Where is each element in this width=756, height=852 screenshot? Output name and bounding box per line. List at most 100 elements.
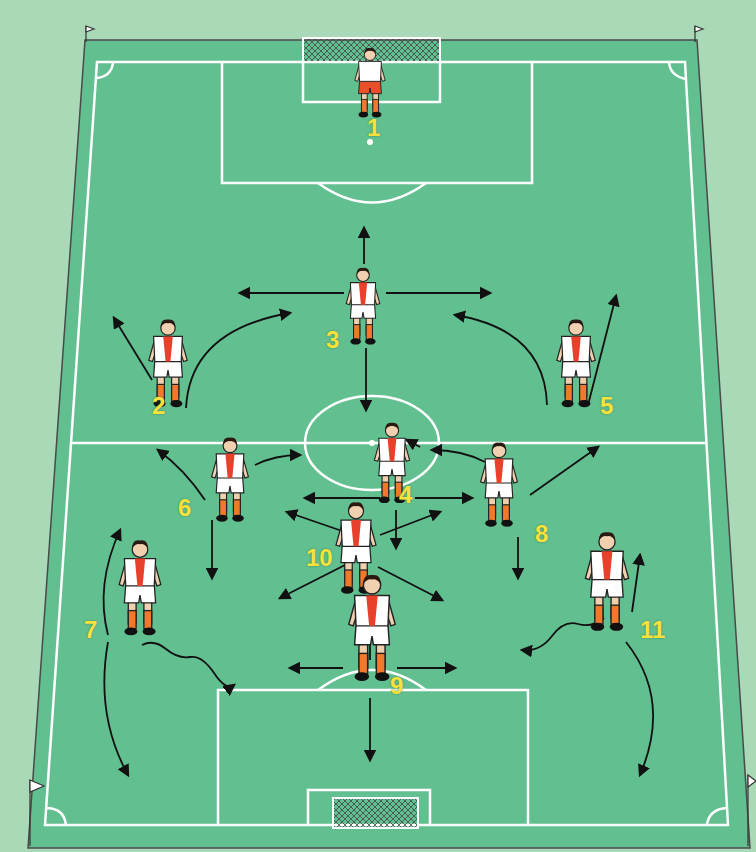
player-shoe [143, 628, 156, 636]
player-shoe [501, 520, 513, 527]
player-part [355, 595, 390, 625]
player-part [562, 360, 591, 377]
player-part [124, 559, 155, 586]
player-part [341, 545, 371, 563]
player-part [154, 336, 183, 361]
pitch [28, 40, 750, 848]
player-part [379, 438, 405, 461]
player-part [366, 325, 372, 340]
player-shoe [485, 520, 497, 527]
player-figure [355, 48, 385, 117]
player-shoe [216, 515, 228, 522]
player-hair [492, 443, 506, 450]
player-shoe [232, 515, 244, 522]
player-part [359, 653, 368, 673]
shirt-stripe [602, 551, 613, 579]
callout-number: 8 [535, 522, 548, 546]
shirt-stripe [494, 459, 503, 483]
player-part [565, 384, 572, 401]
player-shoe [170, 400, 182, 407]
player-shoe [578, 400, 590, 407]
player-figure [349, 575, 395, 681]
player-shoe [124, 628, 137, 636]
callout-number: 6 [178, 496, 191, 520]
player-figure [481, 443, 518, 527]
goal [303, 38, 440, 62]
player-part [580, 384, 587, 401]
player-shoe [350, 338, 361, 344]
callout-number: 9 [390, 674, 403, 698]
callout-number: 7 [84, 618, 97, 642]
player-hair [599, 532, 615, 540]
shirt-stripe [225, 454, 234, 478]
player-hair [349, 502, 364, 510]
shirt-stripe [366, 595, 378, 625]
callout-number: 11 [640, 618, 665, 642]
player-hair [132, 540, 148, 548]
player-part [489, 505, 496, 521]
player-hair [363, 575, 380, 584]
player-shoe [610, 623, 624, 631]
shirt-stripe [351, 520, 361, 546]
pitch-lines [45, 62, 728, 825]
player-part [562, 336, 591, 361]
player-hair [357, 268, 370, 274]
callout-number: 5 [600, 394, 613, 418]
player-figure [119, 540, 161, 635]
corner-flags [30, 26, 756, 846]
player-shoe [591, 623, 605, 631]
player-figure [585, 532, 628, 631]
shirt-stripe [388, 438, 397, 461]
player-shoe [341, 586, 354, 594]
goal [333, 798, 418, 828]
player-part [172, 384, 179, 401]
player-part [233, 500, 240, 516]
player-hair [161, 319, 175, 326]
player-part [591, 578, 623, 597]
movement-arrows [104, 228, 654, 775]
player-part [611, 605, 619, 624]
players [119, 48, 628, 681]
player-part [355, 624, 390, 644]
callout-number: 1 [367, 116, 380, 140]
player-part [154, 360, 183, 377]
player-hair [385, 423, 398, 430]
player-part [144, 611, 152, 629]
player-part [595, 605, 603, 624]
player-shoe [365, 338, 376, 344]
player-part [354, 325, 360, 340]
player-shoe [379, 497, 390, 504]
player-shoe [359, 112, 369, 118]
player-part [341, 520, 371, 546]
shirt-stripe [359, 283, 367, 305]
player-part [359, 80, 382, 93]
player-part [373, 99, 379, 112]
player-part [350, 304, 375, 319]
callout-number: 3 [326, 328, 339, 352]
player-part [216, 454, 244, 478]
player-hair [569, 319, 583, 326]
player-part [216, 477, 244, 493]
callout-number: 2 [152, 394, 165, 418]
player-shoe [355, 672, 370, 681]
player-part [591, 551, 623, 579]
player-part [359, 61, 382, 81]
shirt-stripe [135, 559, 145, 586]
player-part [376, 653, 385, 673]
player-part [379, 460, 405, 475]
callout-number: 10 [306, 546, 333, 570]
player-shoe [562, 400, 574, 407]
shirt-stripe [571, 336, 581, 361]
player-hair [223, 438, 237, 445]
player-part [220, 500, 227, 516]
player-part [382, 482, 389, 497]
player-part [361, 99, 367, 112]
shirt-stripe [163, 336, 173, 361]
player-figure [346, 268, 380, 345]
player-part [485, 459, 513, 483]
player-part [124, 585, 155, 603]
player-hair [364, 48, 375, 54]
player-part [502, 505, 509, 521]
player-figure [212, 438, 249, 522]
callout-number: 4 [399, 483, 412, 507]
